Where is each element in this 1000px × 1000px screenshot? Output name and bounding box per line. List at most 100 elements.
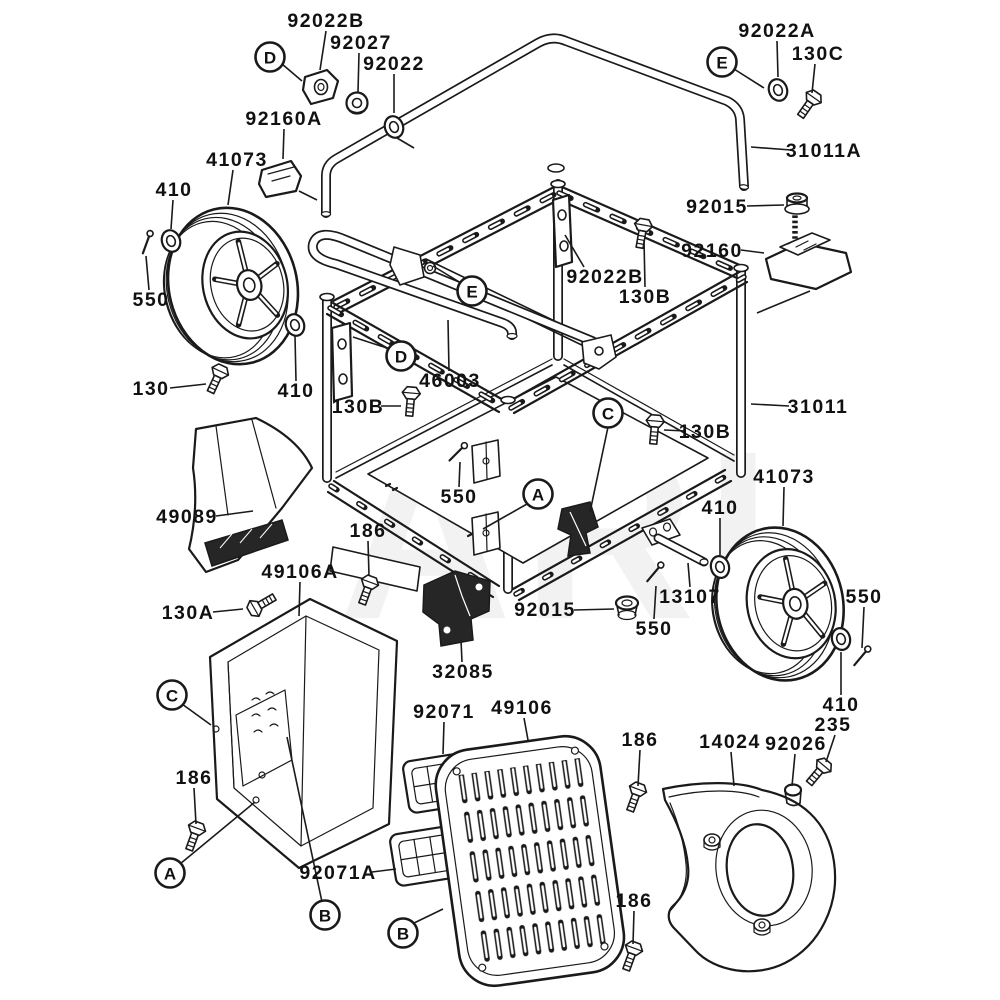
handle-latch: [389, 246, 425, 286]
part-label-186: 186: [615, 890, 652, 912]
leader-line: [447, 319, 450, 372]
leader-line: [458, 461, 461, 488]
part-label-92022: 92022: [363, 53, 425, 75]
part-label-49089: 49089: [156, 506, 218, 528]
leader-line: [169, 383, 207, 389]
part-label-92022B: 92022B: [566, 266, 643, 288]
leader-line: [687, 562, 691, 588]
part-label-32085: 32085: [432, 661, 494, 683]
part-label-186: 186: [621, 729, 658, 751]
bushing-92027: [345, 91, 369, 115]
boss: [753, 918, 771, 936]
bracket-92022b: [301, 68, 340, 106]
leader-line: [367, 540, 370, 577]
leader-line: [482, 503, 528, 530]
part-label-92022B: 92022B: [287, 10, 364, 32]
part-label-410: 410: [701, 497, 738, 519]
part-label-92026: 92026: [765, 733, 827, 755]
part-label-92160A: 92160A: [245, 108, 322, 130]
wheel-rear-41073: [711, 526, 845, 682]
part-label-92071: 92071: [413, 701, 475, 723]
plate-92022b-mid: [551, 193, 574, 269]
housing-49106a: [208, 597, 399, 870]
callout-B: B: [387, 917, 419, 949]
part-label-130C: 130C: [792, 43, 845, 65]
part-label-550: 550: [132, 289, 169, 311]
leader-line: [637, 749, 641, 787]
leader-line: [756, 290, 811, 314]
hardware: [138, 68, 874, 669]
bolt-130: [201, 361, 232, 397]
part-label-550: 550: [845, 586, 882, 608]
part-labels: 92022B920279202292022A130C31011A92160A41…: [132, 10, 882, 912]
bolt-130a: [243, 588, 280, 621]
pin-550-d: [850, 643, 874, 669]
svg-text:E: E: [466, 283, 477, 302]
part-label-410: 410: [277, 380, 314, 402]
part-label-130: 130: [132, 378, 169, 400]
leader-line: [282, 128, 285, 160]
callout-D: D: [385, 340, 417, 372]
leader-line: [294, 335, 297, 382]
svg-text:D: D: [264, 49, 276, 68]
part-label-130B: 130B: [619, 286, 672, 308]
leader-line: [396, 137, 415, 149]
air-duct-49089: [187, 416, 314, 574]
part-label-14024: 14024: [699, 731, 761, 753]
callout-E: E: [456, 275, 488, 307]
part-label-41073: 41073: [753, 466, 815, 488]
leader-line: [215, 510, 254, 517]
part-label-410: 410: [822, 694, 859, 716]
leader-line: [782, 486, 785, 527]
leader-line: [170, 199, 174, 230]
leader-line: [740, 249, 765, 254]
part-label-235: 235: [814, 714, 851, 736]
leader-line: [352, 336, 391, 350]
leader-line: [281, 63, 303, 82]
leader-line: [181, 703, 212, 726]
leader-lines: [145, 30, 865, 945]
leader-line: [193, 787, 197, 825]
part-label-92071A: 92071A: [299, 862, 376, 884]
part-label-41073: 41073: [206, 149, 268, 171]
leader-line: [811, 63, 816, 94]
leader-line: [589, 426, 609, 513]
leader-line: [643, 239, 646, 288]
callout-C: C: [156, 679, 188, 711]
svg-text:D: D: [395, 348, 407, 367]
leader-line: [573, 608, 615, 611]
part-label-92022A: 92022A: [738, 20, 815, 42]
leader-line: [861, 606, 865, 649]
handle-pivot: [581, 334, 617, 370]
leader-line: [776, 40, 779, 78]
svg-text:B: B: [319, 907, 331, 926]
svg-text:E: E: [716, 54, 727, 73]
handle-31011a: [320, 33, 749, 218]
part-label-92160: 92160: [681, 240, 743, 262]
part-label-49106: 49106: [491, 697, 553, 719]
part-label-31011: 31011: [788, 396, 849, 418]
leader-line: [442, 721, 445, 755]
leader-line: [357, 52, 360, 93]
boss: [703, 833, 721, 851]
leader-line: [298, 581, 301, 617]
bolt-186-b: [620, 779, 650, 815]
handle-46003: [307, 229, 617, 370]
bracket-32085: [422, 570, 491, 647]
callout-A: A: [154, 857, 186, 889]
part-label-550: 550: [635, 618, 672, 640]
leader-line: [298, 190, 318, 201]
part-label-31011A: 31011A: [786, 140, 862, 162]
part-label-92015: 92015: [514, 599, 576, 621]
nut-92015: [785, 192, 809, 204]
svg-text:A: A: [164, 865, 176, 884]
leader-line: [653, 585, 657, 620]
leader-line: [663, 429, 687, 432]
pin-550-a: [138, 228, 156, 256]
leader-line: [212, 608, 244, 613]
leader-line: [145, 255, 150, 291]
svg-text:C: C: [602, 405, 614, 424]
